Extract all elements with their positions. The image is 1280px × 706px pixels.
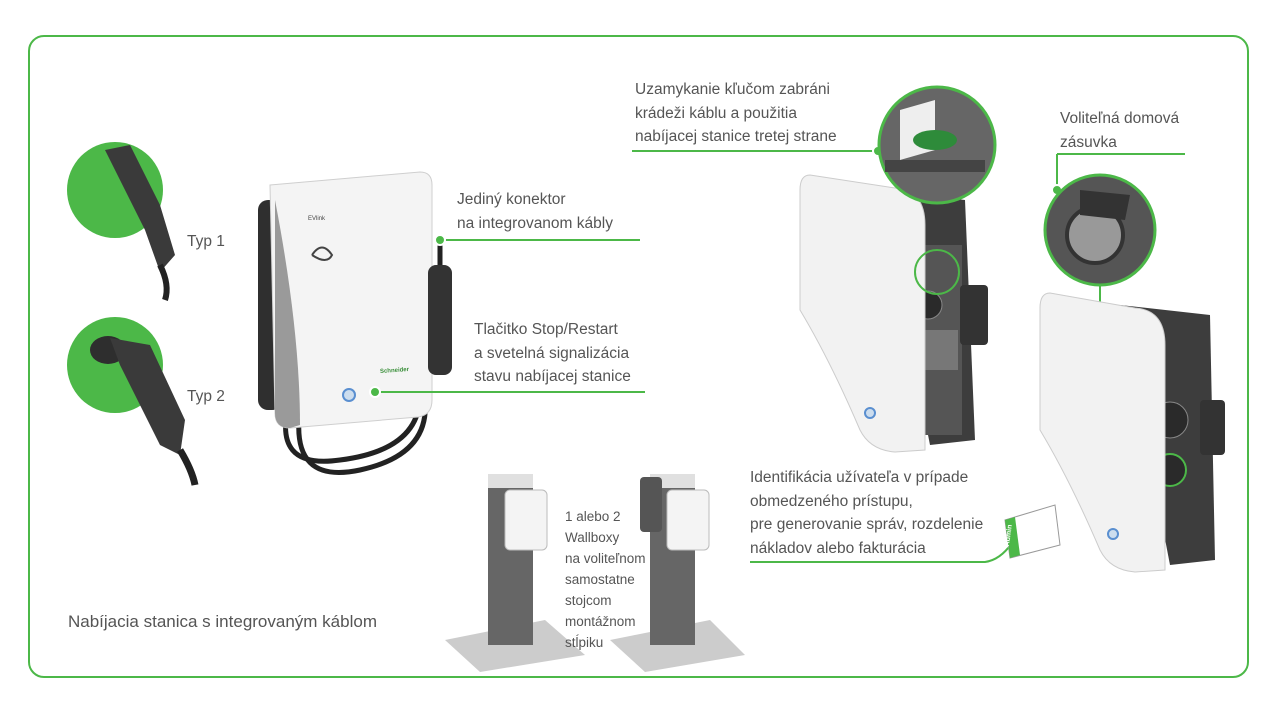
label-line: Wallboxy: [565, 530, 620, 545]
evlink-logo-text: EVlink: [308, 216, 326, 222]
socket-detail-image: [1043, 173, 1157, 287]
wallbox-with-cable-image: [258, 171, 452, 475]
label-line: 1 alebo 2: [565, 509, 621, 524]
label-line: krádeži káblu a použitia: [635, 104, 797, 122]
label-line: stojcom: [565, 593, 612, 608]
label-line: montážnom: [565, 614, 636, 629]
label-line: zásuvka: [1060, 133, 1117, 151]
label-line: Identifikácia užívateľa v prípade: [750, 469, 969, 486]
label-line: na integrovanom kábly: [457, 214, 613, 232]
type1-label: Typ 1: [187, 233, 225, 250]
stop-restart-label: Tlačitko Stop/Restart a svetelná signali…: [474, 318, 631, 389]
type2-label: Typ 2: [187, 388, 225, 405]
double-pedestal-image: [610, 474, 745, 672]
wallbox-open-image: [799, 174, 988, 453]
label-line: stĺpiku: [565, 635, 604, 650]
key-lock-label: Uzamykanie kľučom zabráni krádeži káblu …: [635, 78, 837, 149]
label-line: Tlačitko Stop/Restart: [474, 321, 618, 338]
pedestal-label: 1 alebo 2 Wallboxy na voliteľnom samosta…: [565, 506, 645, 653]
label-line: stavu nabíjacej stanice: [474, 368, 631, 385]
label-line: pre generovanie správ, rozdelenie: [750, 516, 984, 533]
label-line: a svetelná signalizácia: [474, 344, 630, 362]
label-line: samostatne: [565, 572, 635, 587]
diagram-frame: [28, 35, 1249, 678]
type1-connector-image: [67, 142, 175, 301]
type2-connector-image: [67, 317, 199, 486]
caption: Nabíjacia stanica s integrovaným káblom: [68, 612, 377, 631]
wallbox-with-socket-image: [1039, 292, 1225, 573]
rfid-admin-card-image: [1004, 504, 1061, 559]
identification-label: Identifikácia užívateľa v prípade obmedz…: [750, 466, 983, 560]
socket-label: Voliteľná domová zásuvka: [1060, 107, 1179, 154]
single-pedestal-image: [445, 474, 585, 672]
label-line: Voliteľná domová: [1060, 110, 1180, 127]
label-line: nákladov alebo fakturácia: [750, 539, 926, 557]
label-line: obmedzeného prístupu,: [750, 492, 913, 510]
label-line: na voliteľnom: [565, 551, 646, 566]
label-line: nabíjacej stanice tretej strane: [635, 128, 837, 145]
label-line: Jediný konektor: [457, 191, 566, 208]
single-connector-label: Jediný konektor na integrovanom kábly: [457, 188, 613, 235]
key-lock-detail-image: [877, 85, 997, 205]
label-line: Uzamykanie kľučom zabráni: [635, 81, 830, 98]
